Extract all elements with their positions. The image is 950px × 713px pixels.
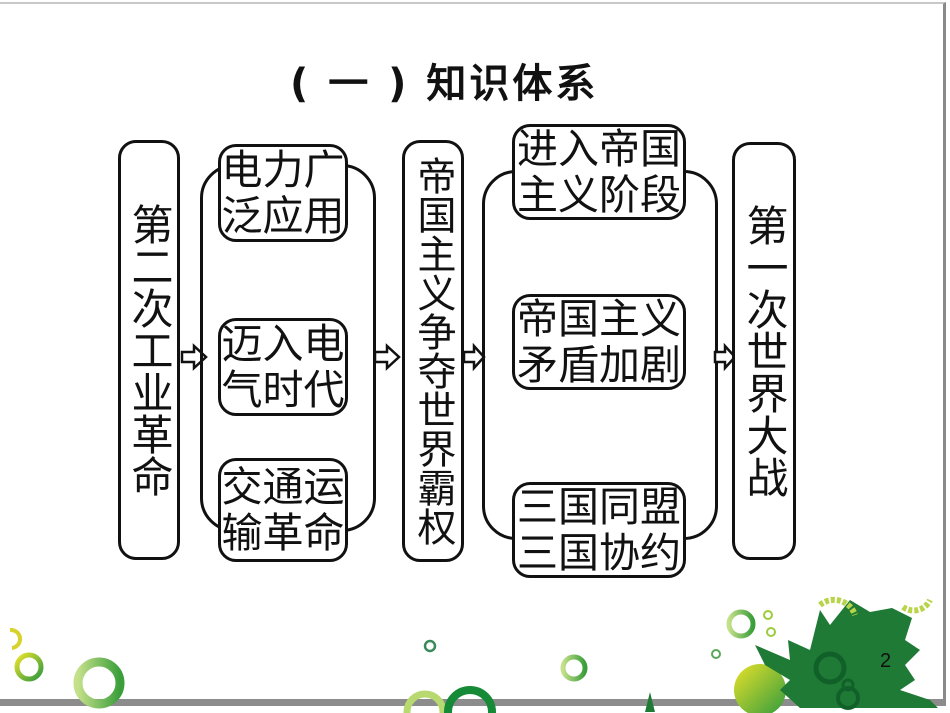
- page-title: ( 一 ) 知识体系: [290, 61, 599, 107]
- node-imperialist-contradictions: 帝国主义 矛盾加剧: [512, 294, 686, 390]
- node-imperialist-struggle: 帝国主义争夺世界霸权: [402, 140, 464, 562]
- node-alliances: 三国同盟 三国协约: [512, 482, 686, 578]
- hollow-right-arrow-icon: [373, 343, 401, 371]
- hollow-right-arrow-icon: [713, 342, 737, 372]
- node-label: 进入帝国 主义阶段: [517, 125, 681, 219]
- node-second-industrial-revolution: 第二次工业革命: [118, 140, 180, 560]
- page-number: 2: [880, 650, 892, 672]
- node-label: 交通运 输革命: [221, 463, 345, 557]
- node-transport-revolution: 交通运 输革命: [218, 458, 348, 562]
- node-label: 三国同盟 三国协约: [517, 483, 681, 577]
- node-label: 迈入电 气时代: [221, 320, 345, 414]
- node-electricity-widely-used: 电力广 泛应用: [218, 144, 348, 242]
- node-world-war-one: 第一次世界大战: [732, 142, 796, 560]
- node-label: 电力广 泛应用: [221, 146, 345, 240]
- node-label: 第二次工业革命: [125, 203, 174, 497]
- node-electrical-age: 迈入电 气时代: [218, 318, 348, 416]
- node-label: 帝国主义争夺世界霸权: [411, 156, 456, 546]
- hollow-right-arrow-icon: [462, 342, 486, 372]
- node-label: 第一次世界大战: [740, 204, 789, 498]
- node-label: 帝国主义 矛盾加剧: [517, 295, 681, 389]
- node-enter-imperialist-stage: 进入帝国 主义阶段: [512, 124, 686, 220]
